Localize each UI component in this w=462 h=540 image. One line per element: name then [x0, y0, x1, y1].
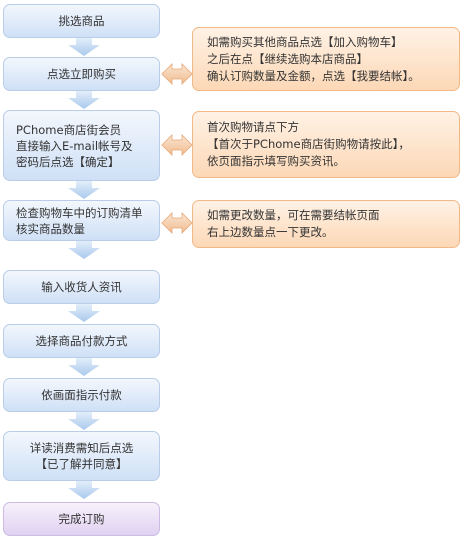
- note-text: 如需购买其他商品点选【加入购物车】 之后在点【继续选购本店商品】 确认订购数量及…: [207, 34, 420, 83]
- step-check-cart: 检查购物车中的订购清单 核实商品数量: [3, 200, 160, 241]
- step-label: PChome商店街会员 直接输入E-mail帐号及 密码后点选【确定】: [16, 122, 133, 169]
- down-arrow-7: [68, 412, 100, 430]
- step-label: 挑选商品: [58, 14, 105, 28]
- down-arrow-3: [68, 181, 100, 199]
- note-add-to-cart: 如需购买其他商品点选【加入购物车】 之后在点【继续选购本店商品】 确认订购数量及…: [192, 27, 460, 91]
- double-arrow-2: [161, 134, 193, 156]
- step-label: 依画面指示付款: [41, 388, 122, 402]
- double-arrow-3: [161, 212, 193, 234]
- down-arrow-5: [68, 304, 100, 322]
- down-arrow-1: [68, 38, 100, 56]
- step-label: 输入收货人资讯: [41, 280, 122, 294]
- down-arrow-4: [68, 241, 100, 259]
- note-text: 如需更改数量，可在需要结帐页面 右上边数量点一下更改。: [207, 208, 380, 239]
- step-label: 检查购物车中的订购清单 核实商品数量: [16, 205, 143, 236]
- step-order-complete: 完成订购: [3, 502, 160, 536]
- note-first-purchase: 首次购物请点下方 【首次于PChome商店街购物请按此】， 依页面指示填写购买资…: [192, 111, 460, 178]
- note-text: 首次购物请点下方 【首次于PChome商店街购物请按此】， 依页面指示填写购买资…: [207, 120, 410, 168]
- step-buy-now: 点选立即购买: [3, 57, 160, 91]
- step-label: 点选立即购买: [47, 67, 116, 81]
- step-label: 完成订购: [58, 512, 105, 526]
- step-member-login: PChome商店街会员 直接输入E-mail帐号及 密码后点选【确定】: [3, 110, 160, 181]
- step-agree-terms: 详读消费需知后点选 【已了解并同意】: [3, 431, 160, 481]
- step-payment-method: 选择商品付款方式: [3, 324, 160, 358]
- step-label: 详读消费需知后点选 【已了解并同意】: [29, 441, 134, 471]
- step-pay: 依画面指示付款: [3, 378, 160, 412]
- note-change-quantity: 如需更改数量，可在需要结帐页面 右上边数量点一下更改。: [192, 200, 460, 248]
- down-arrow-8: [68, 481, 100, 499]
- step-recipient-info: 输入收货人资讯: [3, 270, 160, 304]
- step-select-product: 挑选商品: [3, 4, 160, 38]
- down-arrow-6: [68, 358, 100, 376]
- step-label: 选择商品付款方式: [35, 334, 128, 348]
- double-arrow-1: [161, 63, 193, 85]
- down-arrow-2: [68, 91, 100, 109]
